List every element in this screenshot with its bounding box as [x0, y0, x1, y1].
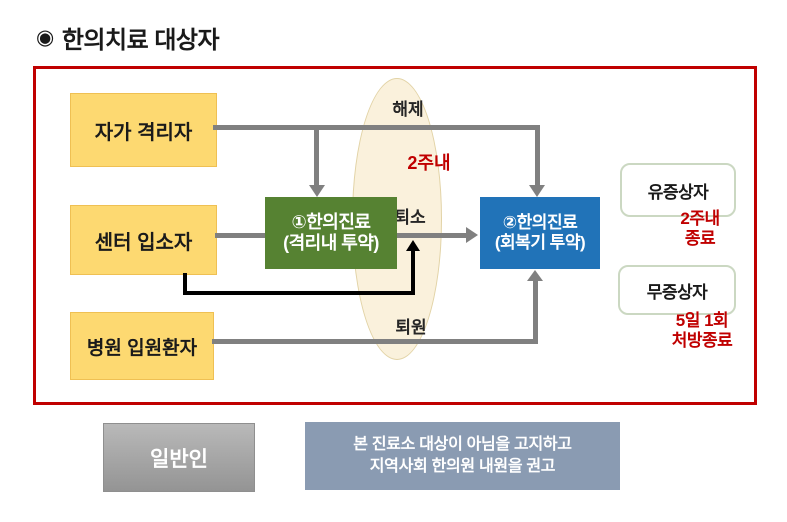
transition-label-duration: 2주내	[407, 153, 451, 173]
flow-frame	[33, 66, 757, 405]
outcome-note-symptomatic: 2주내 종료	[668, 209, 732, 250]
page-title-text: 한의치료 대상자	[61, 27, 220, 54]
connector-branch-to-stage1	[314, 128, 319, 187]
general-public-box: 일반인	[103, 423, 255, 492]
stage2-subtitle: (회복기 투약)	[494, 233, 586, 252]
fisheye-bullet-icon: ◉	[36, 26, 54, 49]
source-box-center-resident: 센터 입소자	[70, 205, 217, 275]
outcome-note-asymptomatic-line2: 처방종료	[671, 331, 733, 351]
connector-hospital-to-stage2	[533, 281, 538, 344]
source-box-self-quarantine: 자가 격리자	[70, 93, 217, 167]
outcome-note-symptomatic-line1: 2주내	[680, 209, 720, 228]
stage1-title: ①한의진료	[291, 211, 371, 232]
stage1-subtitle: (격리내 투약)	[283, 233, 379, 253]
transition-label-discharge-center: 퇴소	[394, 208, 426, 227]
arrowhead-up-stage2-icon	[527, 270, 543, 281]
page-title: ◉ 한의치료 대상자	[36, 20, 220, 55]
general-public-label: 일반인	[150, 447, 208, 471]
source-label-self-quarantine: 자가 격리자	[94, 121, 193, 144]
transition-label-discharge-hospital: 퇴원	[395, 318, 427, 337]
outcome-box-asymptomatic: 무증상자	[618, 265, 736, 315]
connector-black-down	[183, 273, 187, 295]
notice-line2: 지역사회 한의원 내원을 권고	[369, 458, 556, 475]
arrowhead-down-stage2-icon	[529, 185, 545, 197]
source-box-hospital-inpatient: 병원 입원환자	[70, 312, 214, 380]
outcome-note-symptomatic-line2: 종료	[684, 229, 716, 249]
notice-line1: 본 진료소 대상이 아님을 고지하고	[353, 436, 572, 454]
connector-top-horizontal	[213, 125, 540, 130]
connector-hospital-horizontal	[212, 339, 538, 344]
stage2-box: ②한의진료 (회복기 투약)	[480, 197, 600, 269]
arrowhead-down-stage1-icon	[309, 185, 325, 197]
connector-center-to-stage1	[215, 233, 267, 238]
source-label-center-resident: 센터 입소자	[94, 231, 193, 254]
transition-label-release: 해제	[392, 100, 424, 119]
outcome-label-asymptomatic: 무증상자	[646, 282, 708, 302]
outcome-note-asymptomatic-line1: 5일 1회	[675, 311, 729, 330]
outcome-box-symptomatic: 유증상자	[620, 163, 736, 217]
outcome-label-symptomatic: 유증상자	[647, 182, 709, 202]
connector-black-up	[411, 251, 415, 295]
connector-branch-to-stage2-top	[535, 128, 540, 187]
connector-stage1-to-stage2	[396, 233, 467, 238]
stage1-box: ①한의진료 (격리내 투약)	[265, 197, 397, 269]
arrowhead-right-stage2-icon	[466, 227, 478, 243]
arrowhead-up-black-icon	[406, 240, 420, 251]
outcome-note-asymptomatic: 5일 1회 처방종료	[662, 311, 742, 352]
stage2-title: ②한의진료	[502, 212, 578, 232]
notice-box: 본 진료소 대상이 아님을 고지하고 지역사회 한의원 내원을 권고	[305, 422, 620, 490]
connector-black-horizontal	[183, 291, 415, 295]
source-label-hospital-inpatient: 병원 입원환자	[86, 337, 198, 359]
